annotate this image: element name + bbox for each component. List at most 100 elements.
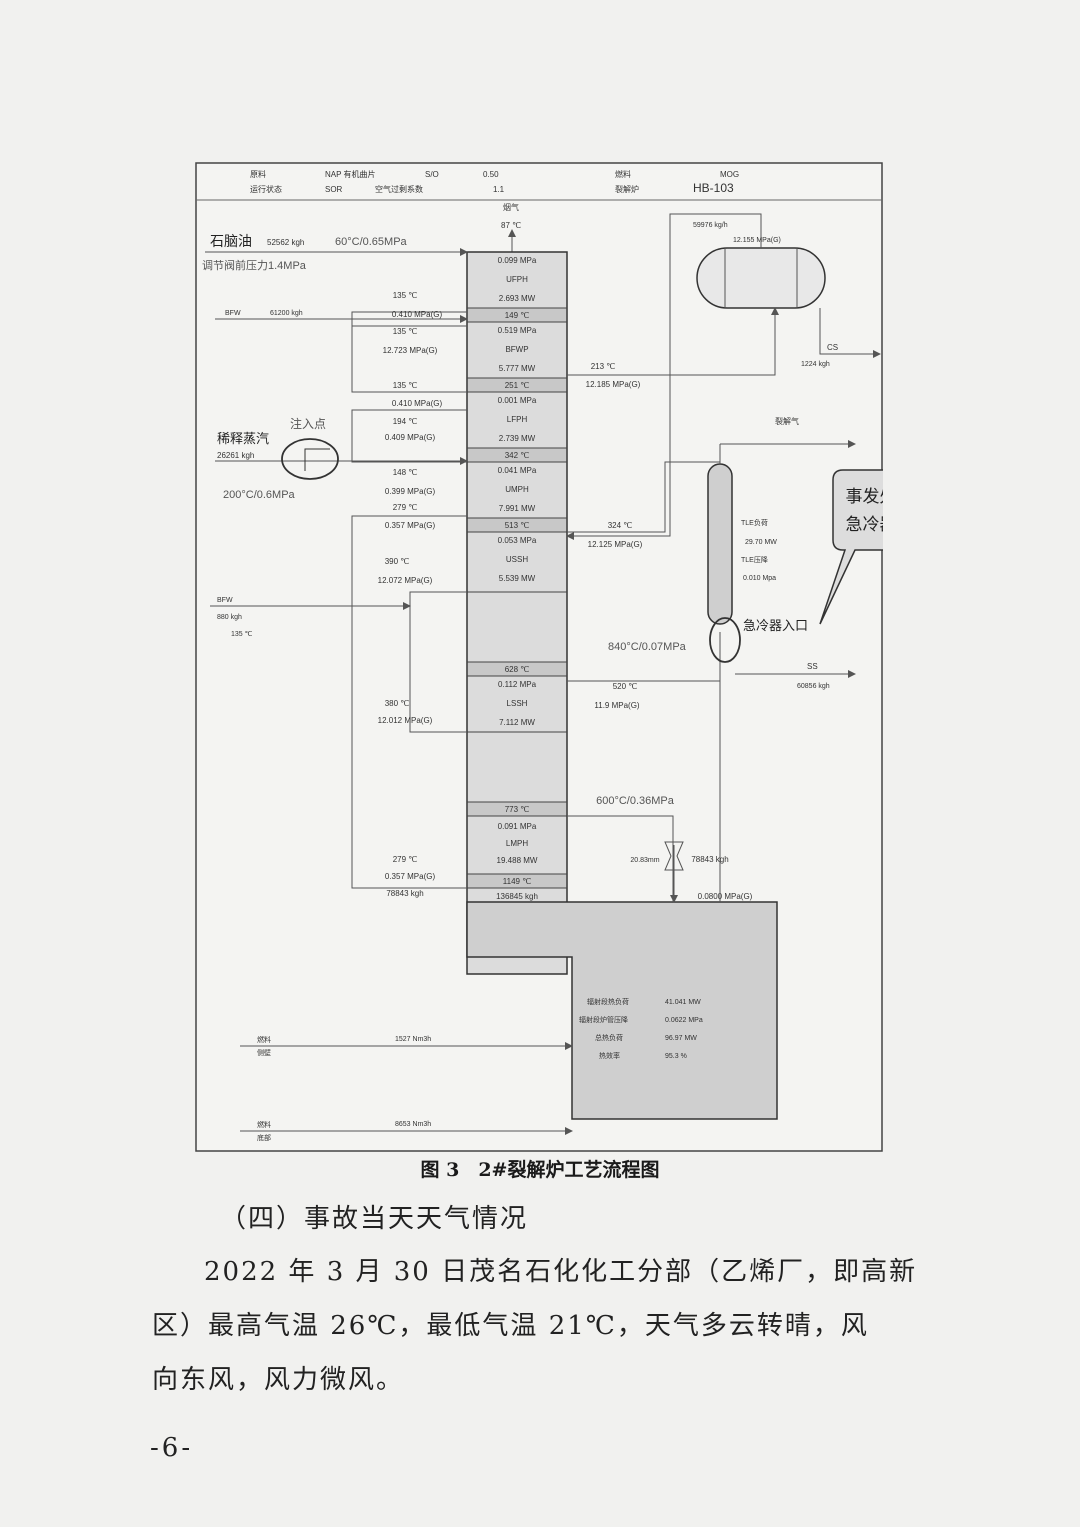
naphtha-note: 调节阀前压力1.4MPa — [202, 258, 307, 272]
quench-inlet: 急冷器入口 — [743, 618, 808, 633]
lbl: 78843 kgh — [691, 855, 728, 864]
lbl: 279 ℃ — [393, 855, 418, 864]
lbl: 12.012 MPa(G) — [378, 716, 433, 725]
paragraph-line: 2022 年 3 月 30 日茂名石化化工分部（乙烯厂，即高新 — [204, 1257, 918, 1287]
rad-l4: 热效率 — [599, 1051, 620, 1060]
fuel2-b: 底部 — [257, 1133, 271, 1142]
lbl: 0.357 MPa(G) — [385, 521, 436, 530]
lbl: 0.409 MPa(G) — [385, 433, 436, 442]
hdr: SOR — [325, 185, 343, 194]
hdr: MOG — [720, 170, 739, 179]
naphtha-name: 石脑油 — [210, 233, 252, 249]
umph-duty: 7.991 MW — [499, 504, 536, 513]
lbl: 12.185 MPa(G) — [586, 380, 641, 389]
cs-label: CS — [827, 343, 838, 352]
lbl: 11.9 MPa(G) — [594, 701, 640, 710]
lbl: 78843 kgh — [386, 889, 423, 898]
paragraph-line: 区）最高气温 26℃，最低气温 21℃，天气多云转晴，风 — [152, 1311, 869, 1341]
lbl: 213 ℃ — [591, 362, 616, 371]
bfwp-duty: 5.777 MW — [499, 364, 536, 373]
hdr: 燃料 — [615, 169, 631, 179]
ufph-duty: 2.693 MW — [499, 294, 536, 303]
lssh-duty: 7.112 MW — [499, 718, 535, 727]
lmph-duty: 19.488 MW — [497, 856, 538, 865]
bfw-top-label: BFW — [225, 310, 241, 317]
temp: 513 ℃ — [505, 521, 530, 530]
inlet-circle — [709, 617, 741, 663]
lbl: 520 ℃ — [613, 682, 638, 691]
ufph-dp: 0.099 MPa — [498, 256, 537, 265]
fuel1-a: 燃料 — [257, 1035, 271, 1044]
fuel1-b: 侧壁 — [257, 1048, 271, 1057]
lfph-dp: 0.001 MPa — [498, 396, 537, 405]
steam-flow: 26261 kgh — [217, 451, 254, 460]
rad-v1: 41.041 MW — [665, 999, 701, 1006]
lbl: 279 ℃ — [393, 503, 418, 512]
umph-dp: 0.041 MPa — [498, 466, 537, 475]
umph-name: UMPH — [505, 485, 529, 494]
temp: 1149 ℃ — [503, 877, 531, 886]
lmph-name: LMPH — [506, 839, 528, 848]
ussh-duty: 5.539 MW — [499, 574, 536, 583]
cracked-gas: 裂解气 — [775, 416, 799, 426]
steam-cond: 200°C/0.6MPa — [223, 489, 296, 501]
lfph-duty: 2.739 MW — [499, 434, 536, 443]
tle-dp-label: TLE压降 — [741, 555, 768, 564]
lbl: 12.723 MPa(G) — [383, 346, 438, 355]
temp: 342 ℃ — [505, 451, 530, 460]
lssh-name: LSSH — [507, 699, 528, 708]
naphtha-cond: 60°C/0.65MPa — [335, 236, 408, 248]
temp: 149 ℃ — [505, 311, 530, 320]
rad-v4: 95.3 % — [665, 1053, 687, 1060]
weather-paragraph: 2022 年 3 月 30 日茂名石化化工分部（乙烯厂，即高新 区）最高气温 2… — [152, 1245, 918, 1407]
rad-v2: 0.0622 MPa — [665, 1017, 703, 1024]
temp: 628 ℃ — [505, 665, 530, 674]
lbl: 135 ℃ — [393, 381, 418, 390]
callout-line1: 事发处 — [846, 487, 884, 506]
rad-l3: 总热负荷 — [595, 1033, 623, 1042]
lbl: 135 ℃ — [393, 327, 418, 336]
quench-exchanger — [707, 463, 733, 625]
paragraph-line: 向东风，风力微风。 — [152, 1365, 405, 1395]
bfwp-name: BFWP — [505, 345, 528, 354]
lbl: 20.83mm — [630, 857, 659, 864]
hdr: 0.50 — [483, 170, 499, 179]
hdr: NAP 有机曲片 — [325, 169, 376, 179]
tle-dp: 0.010 Mpa — [743, 575, 776, 582]
ussh-dp: 0.053 MPa — [498, 536, 537, 545]
lbl: 0.410 MPa(G) — [392, 399, 443, 408]
bfwp-dp: 0.519 MPa — [498, 326, 537, 335]
bfw-mid-label: BFW — [217, 597, 233, 604]
hdr: HB-103 — [693, 181, 734, 195]
hdr: 原料 — [250, 169, 266, 179]
naphtha-flow: 52562 kgh — [267, 238, 304, 247]
fuel2-a: 燃料 — [257, 1120, 271, 1129]
drum-flow: 59976 kg/h — [693, 222, 728, 229]
lmph-dp: 0.091 MPa — [498, 822, 537, 831]
flue-gas-temp: 87 ℃ — [501, 221, 521, 230]
lbl: 0.410 MPa(G) — [392, 310, 443, 319]
temp: 773 ℃ — [505, 805, 530, 814]
figure-caption: 图 3 2#裂解炉工艺流程图 — [420, 1159, 660, 1181]
hdr: 空气过剩系数 — [375, 184, 423, 194]
lfph-name: LFPH — [507, 415, 528, 424]
lbl: 0.357 MPa(G) — [385, 872, 436, 881]
lbl: 194 ℃ — [393, 417, 418, 426]
lbl: 0.399 MPa(G) — [385, 487, 436, 496]
steam-name: 稀释蒸汽 — [217, 431, 269, 446]
fuel2-flow: 8653 Nm3h — [395, 1121, 431, 1128]
drum-pressure: 12.155 MPa(G) — [733, 237, 781, 244]
convection-section — [466, 251, 568, 975]
tle-duty: 29.70 MW — [745, 539, 777, 546]
figure-header: 原料 NAP 有机曲片 S/O 0.50 燃料 MOG 运行状态 SOR 空气过… — [250, 169, 739, 195]
hdr: 1.1 — [493, 185, 505, 194]
fuel1-flow: 1527 Nm3h — [395, 1036, 431, 1043]
inlet-cond: 840°C/0.07MPa — [608, 641, 687, 653]
lbl: 12.125 MPa(G) — [588, 540, 643, 549]
dilution-steam-feed: 稀释蒸汽 26261 kgh 注入点 200°C/0.6MPa — [215, 416, 468, 501]
callout-line2: 急冷器 — [846, 515, 884, 534]
bfw-mid-flow: 880 kgh — [217, 614, 242, 621]
lbl: 390 ℃ — [385, 557, 410, 566]
radiant-section — [466, 901, 778, 1120]
lbl: 135 ℃ — [393, 291, 418, 300]
